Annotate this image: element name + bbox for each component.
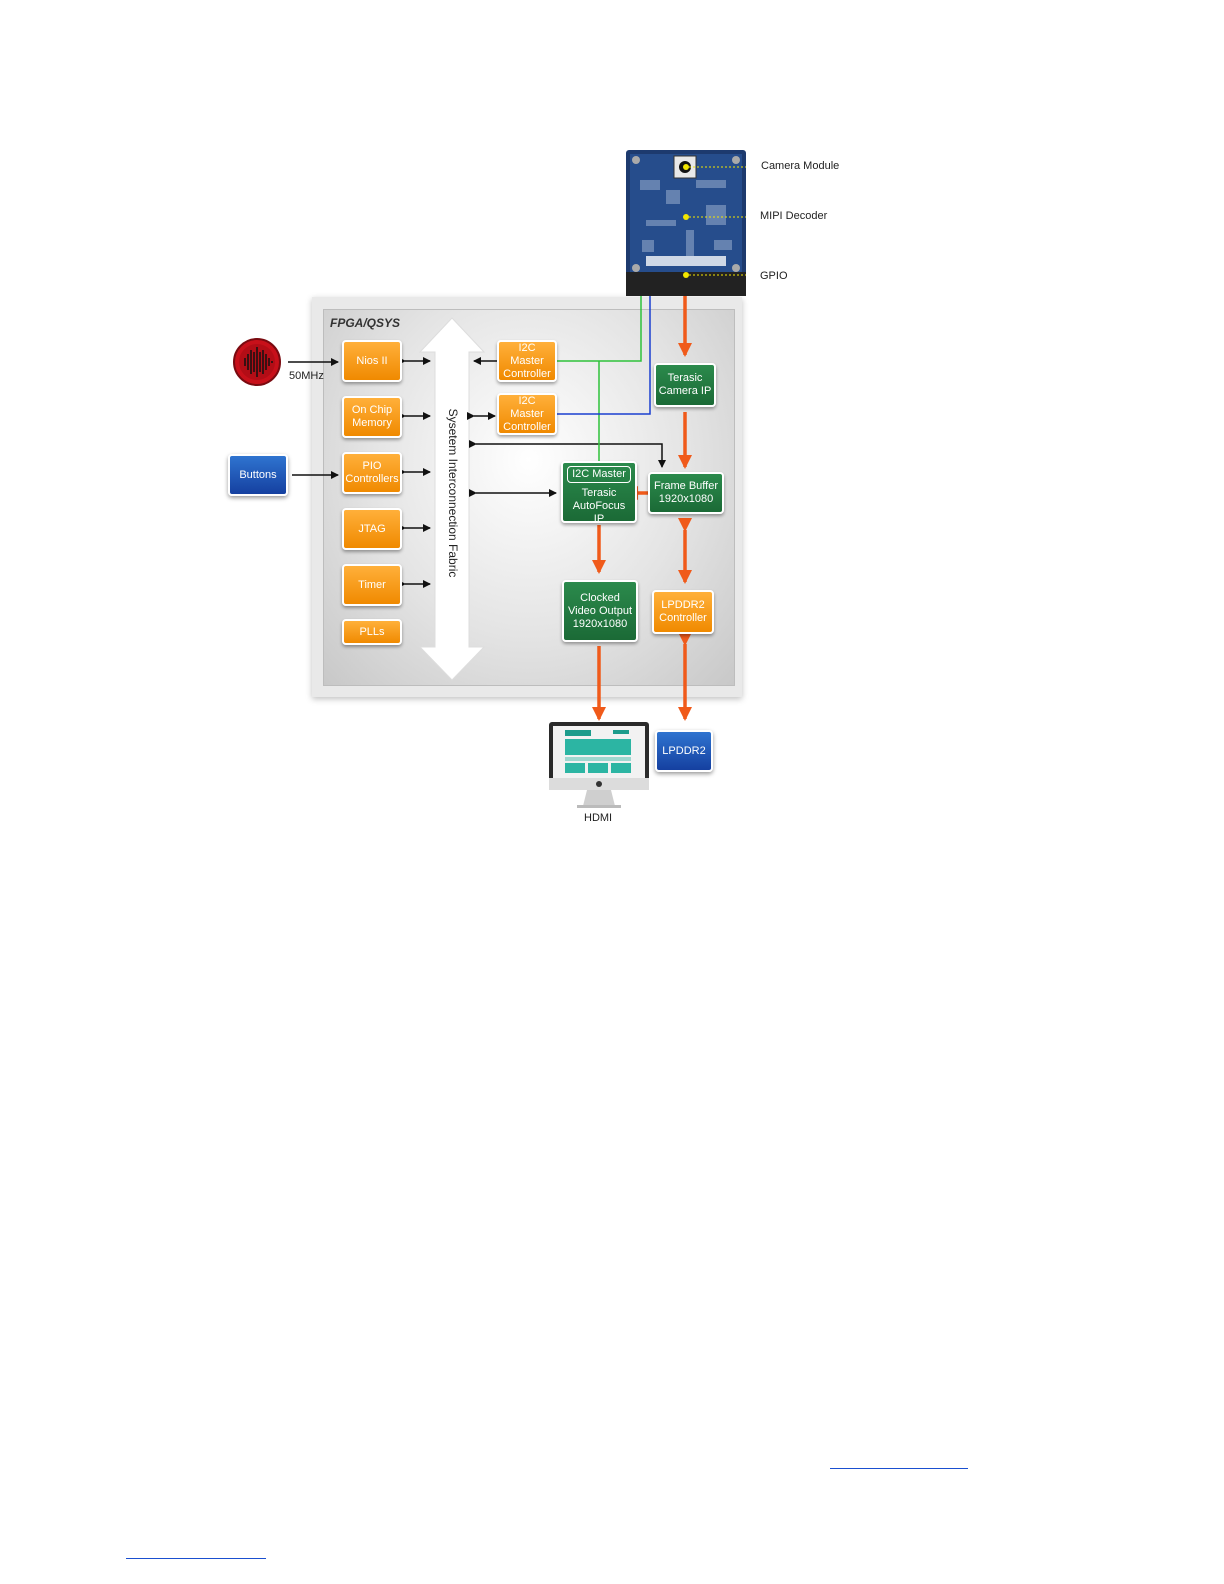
link-underline-right [830,1468,968,1469]
fabric-arrow [418,317,486,681]
hdmi-monitor-icon [549,722,649,808]
gpio-label: GPIO [760,270,788,282]
camera-module-label: Camera Module [761,160,840,172]
clocked-video-output-block: Clocked Video Output 1920x1080 [562,580,638,642]
lpddr2-controller-block: LPDDR2 Controller [652,590,714,634]
mipi-decoder-label: MIPI Decoder [760,210,828,222]
autofocus-i2c-header: I2C Master [567,466,631,483]
nios-block: Nios II [342,340,402,382]
onchip-memory-block: On Chip Memory [342,396,402,438]
frame-buffer-block: Frame Buffer 1920x1080 [648,472,724,514]
lpddr2-chip-block: LPDDR2 [655,730,713,772]
timer-block: Timer [342,564,402,606]
plls-block: PLLs [342,619,402,645]
pio-controllers-block: PIO Controllers [342,452,402,494]
panel-title: FPGA/QSYS [330,316,401,330]
buttons-block: Buttons [228,454,288,496]
oscillator-icon [233,338,281,386]
jtag-block: JTAG [342,508,402,550]
clock-frequency-label: 50MHz [289,370,324,382]
i2c-master-controller-2: I2C Master Controller [497,393,557,435]
hdmi-label: HDMI [584,812,613,824]
terasic-camera-ip-block: Terasic Camera IP [654,363,716,407]
fabric-label: Sysetem Interconnection Fabric [446,408,460,578]
link-underline-left [126,1558,266,1559]
autofocus-label: Terasic AutoFocus IP [572,487,626,525]
autofocus-ip-block: I2C Master Terasic AutoFocus IP [561,461,637,525]
i2c-master-controller-1: I2C Master Controller [497,340,557,382]
camera-board-image [626,150,746,296]
